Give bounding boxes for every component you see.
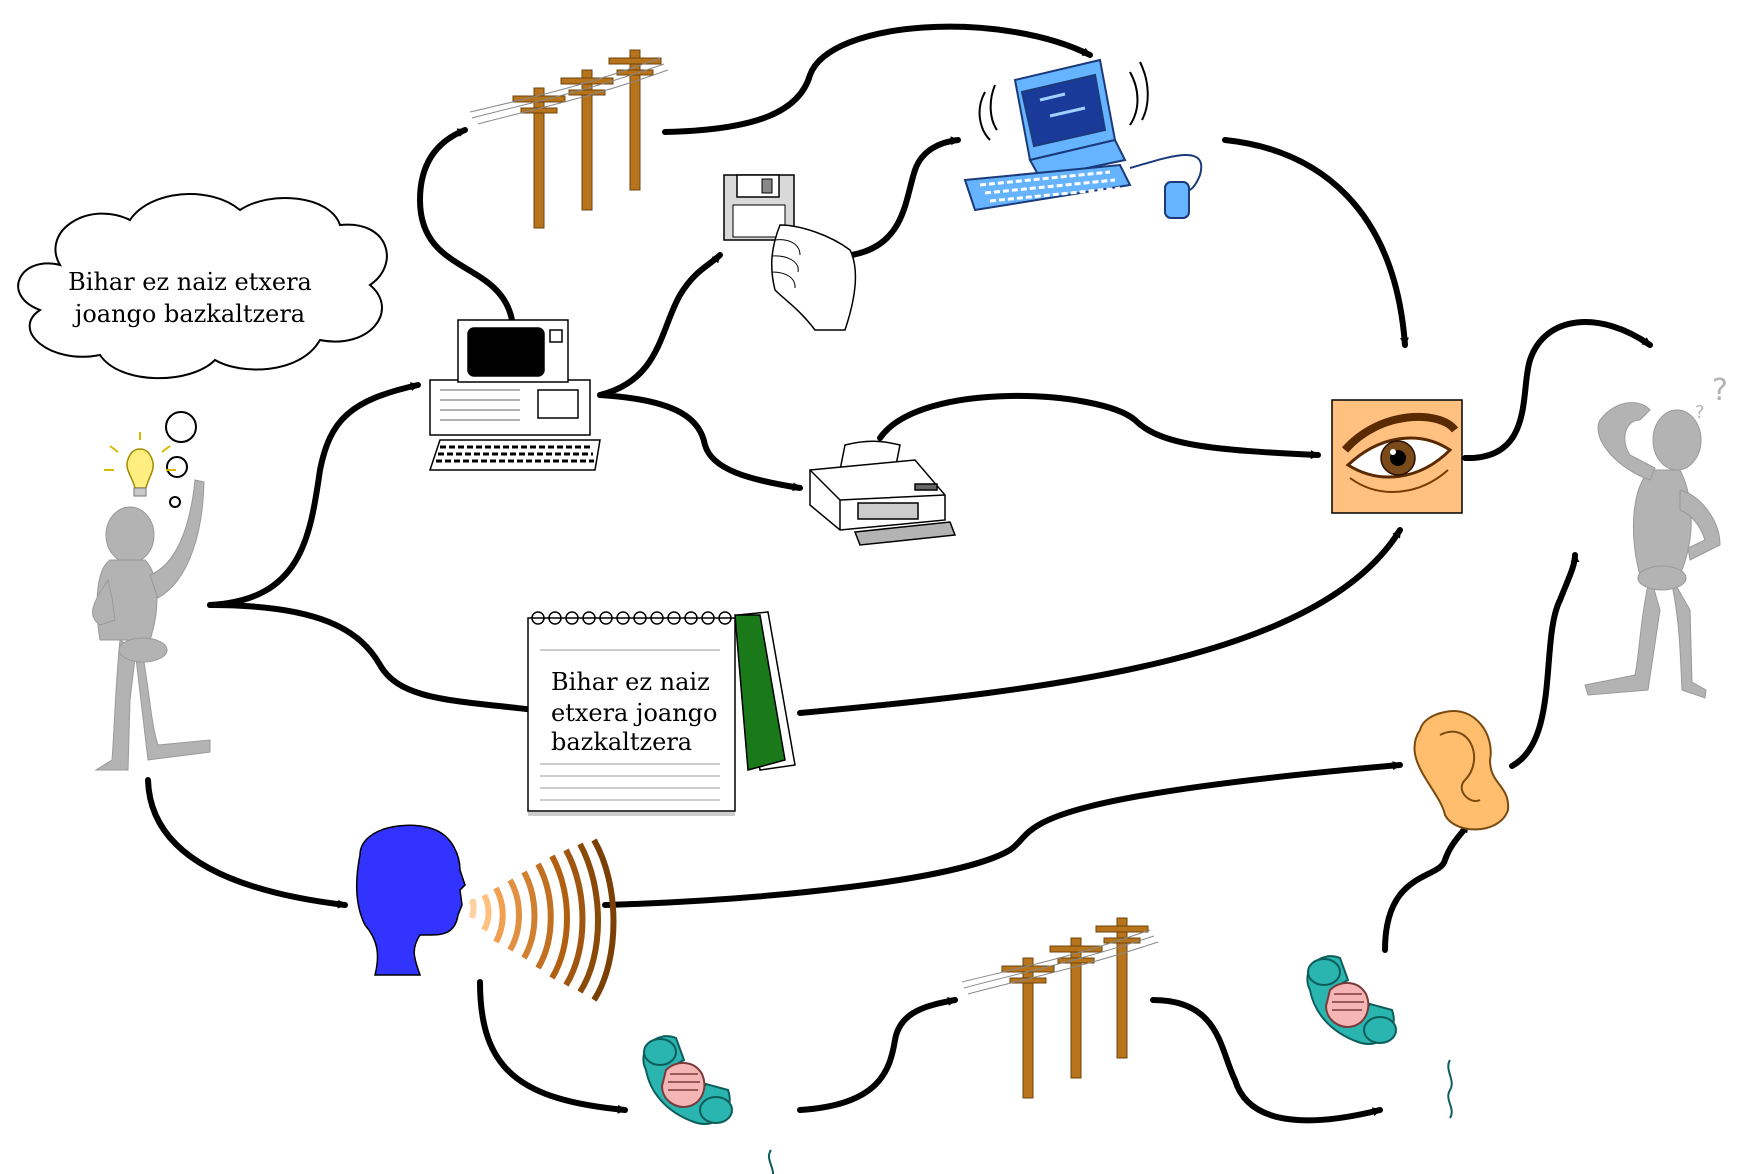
arrow-phone-to-poles <box>797 996 958 1113</box>
arrow-monitor-to-eye <box>1222 137 1409 348</box>
arrow-eye-to-questioner <box>1462 319 1653 462</box>
desktop-computer-icon <box>428 319 601 471</box>
arrow-floppy-to-monitor <box>849 136 961 258</box>
arrow-speaker-to-phone <box>477 979 628 1114</box>
arrow-ear-to-questioner <box>1509 552 1580 769</box>
arrow-poles-to-phone <box>1150 997 1383 1124</box>
arrow-computer-to-printer <box>597 392 803 492</box>
floppy-disk-hand-icon <box>723 174 857 331</box>
arrow-speaker-to-ear <box>602 761 1403 908</box>
arrow-poles-to-monitor <box>662 23 1093 135</box>
modern-computer-icon <box>963 58 1203 219</box>
person-questioning-icon: ? ? <box>1584 373 1728 699</box>
ear-icon <box>1413 709 1510 831</box>
thought-line-2: joango bazkaltzera <box>72 300 305 328</box>
lightbulb-icon <box>104 432 176 497</box>
notepad-line-1: Bihar ez naiz <box>551 668 710 696</box>
arrow-computer-to-poles <box>416 127 515 323</box>
arrow-phone-to-ear <box>1382 822 1471 953</box>
question-mark-small-icon: ? <box>1695 402 1705 423</box>
thought-cloud-icon: Bihar ez naiz etxera joango bazkaltzera <box>17 193 388 380</box>
eye-icon <box>1331 399 1463 514</box>
sound-waves-icon <box>469 838 617 1002</box>
arrow-printer-to-eye <box>877 393 1321 460</box>
thought-bubbles <box>165 411 197 508</box>
speaking-head-icon <box>355 824 466 976</box>
printer-icon <box>809 440 957 546</box>
telephone-poles-icon <box>469 49 669 229</box>
phone-handset-icon-2 <box>1306 955 1453 1119</box>
arrow-person-to-notepad <box>207 602 538 714</box>
notepad-icon: Bihar ez naiz etxera joango bazkaltzera <box>527 611 796 816</box>
arrow-computer-to-floppy <box>597 252 723 398</box>
arrows <box>145 23 1653 1124</box>
telephone-poles-icon-2 <box>961 917 1159 1099</box>
arrow-person-to-speaker <box>145 777 348 909</box>
notepad-line-2: etxera joango <box>551 699 717 727</box>
thought-line-1: Bihar ez naiz etxera <box>68 268 312 296</box>
phone-handset-icon <box>642 1035 774 1174</box>
arrow-person-to-computer <box>207 382 421 608</box>
notepad-line-3: bazkaltzera <box>551 728 692 756</box>
question-mark-icon: ? <box>1712 373 1728 408</box>
person-thinking-icon <box>92 479 211 771</box>
arrow-notepad-to-eye <box>797 527 1403 716</box>
